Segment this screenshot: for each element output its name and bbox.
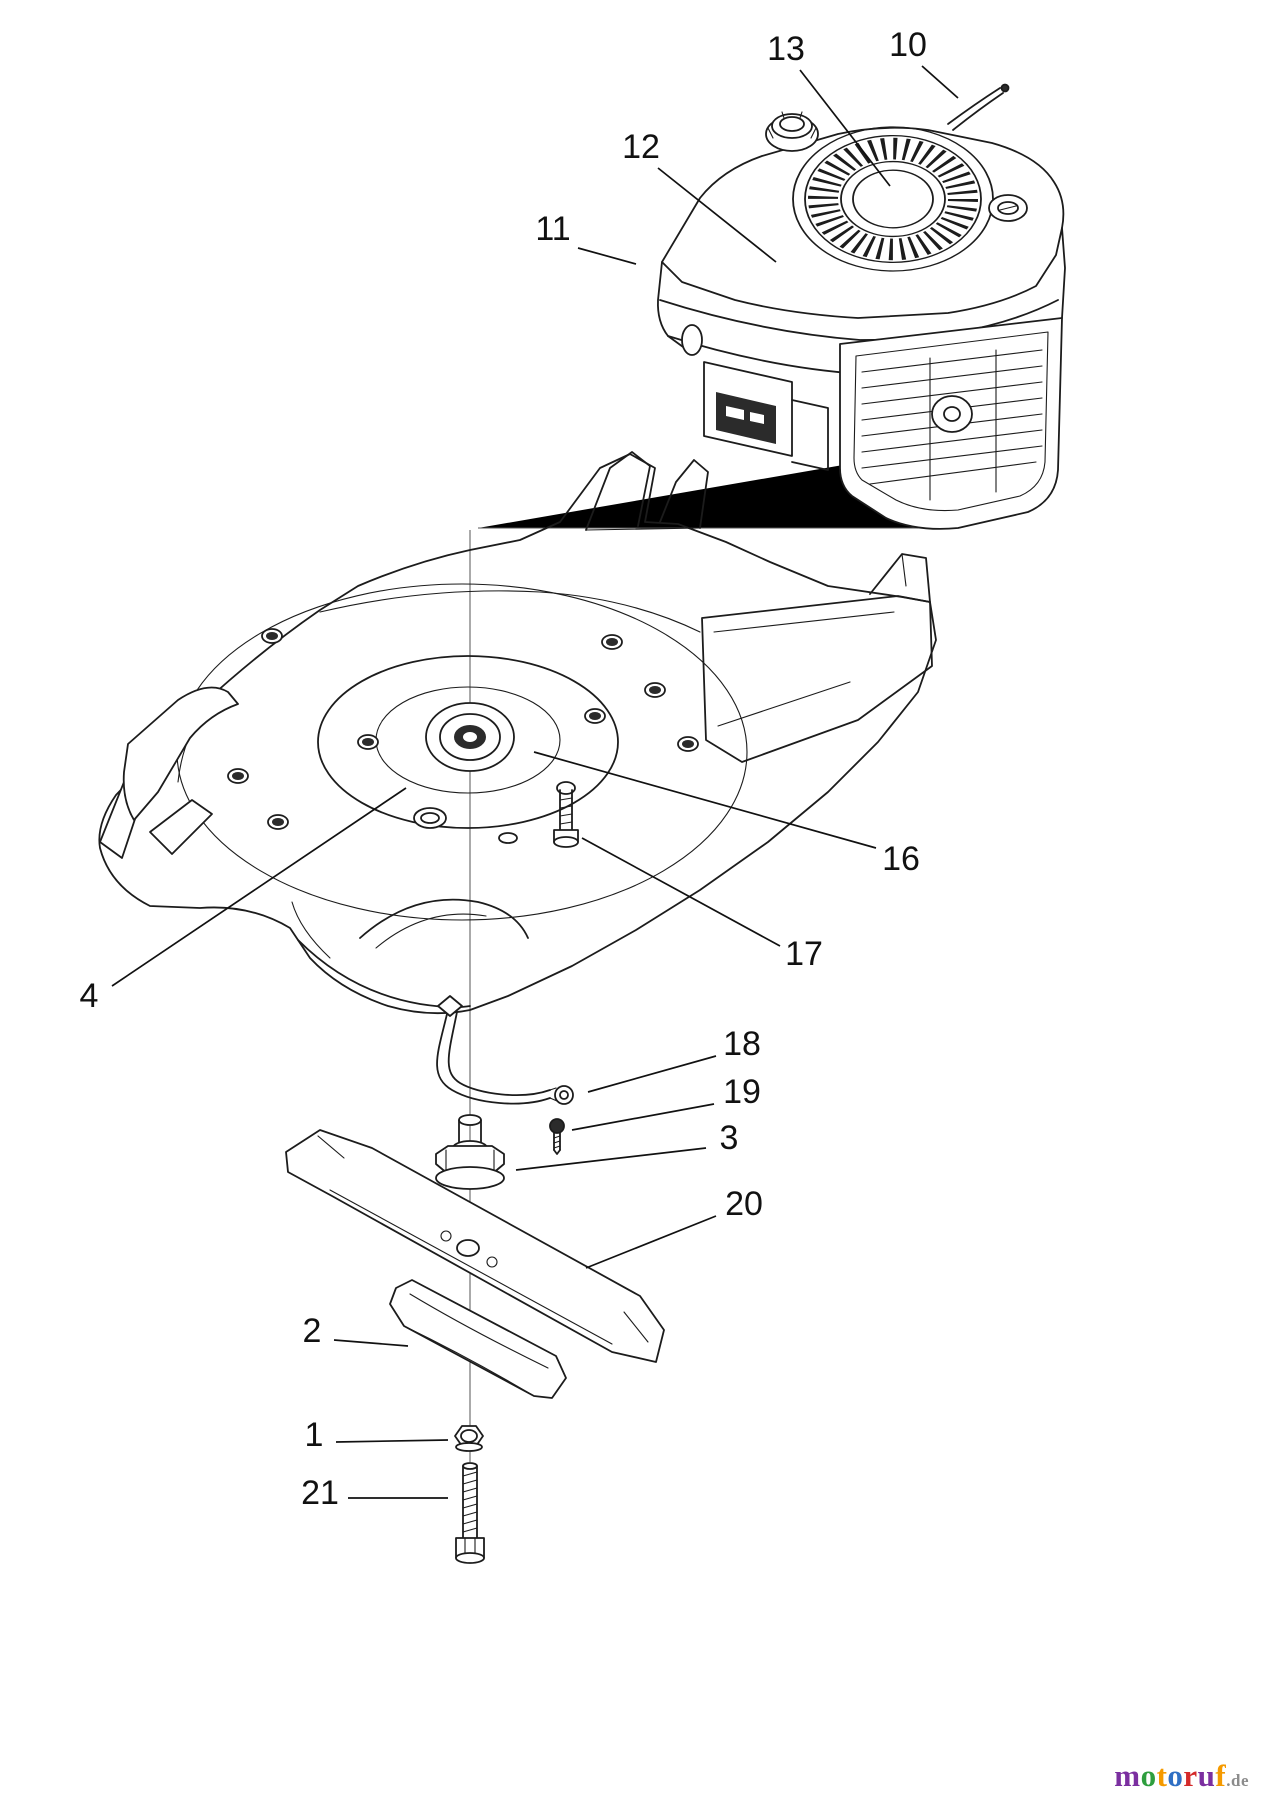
watermark-letter-o1: o — [1140, 1758, 1157, 1793]
blade-bolt — [455, 1462, 485, 1564]
watermark-letter-o2: o — [1167, 1758, 1184, 1793]
fan-shroud — [792, 126, 994, 272]
watermark-suffix: .de — [1226, 1771, 1249, 1790]
callout-18: 18 — [723, 1025, 761, 1063]
watermark-letter-u: u — [1197, 1758, 1216, 1793]
spark-plug-wire — [947, 83, 1010, 131]
callout-13: 13 — [767, 30, 805, 68]
mower-deck — [98, 451, 937, 1015]
callout-12: 12 — [622, 128, 660, 166]
oil-cap — [988, 194, 1028, 222]
blade — [285, 1129, 665, 1363]
callout-11: 11 — [535, 210, 570, 248]
callout-10: 10 — [889, 26, 927, 64]
front-baffles — [99, 686, 239, 859]
deck-mount-bolt — [553, 781, 579, 848]
rear-chute — [701, 553, 933, 763]
callout-3: 3 — [720, 1119, 739, 1157]
callout-1: 1 — [305, 1416, 324, 1454]
callout-20: 20 — [725, 1185, 763, 1223]
callout-19: 19 — [723, 1073, 761, 1111]
callout-2: 2 — [303, 1312, 322, 1350]
callout-17: 17 — [785, 935, 823, 973]
muffler-grille — [839, 317, 1063, 530]
watermark-letter-m: m — [1114, 1758, 1141, 1793]
deck-grommet — [413, 807, 447, 829]
callout-labels: 13 10 12 11 16 17 4 18 19 3 20 2 1 21 — [80, 26, 927, 1512]
ground-wire — [436, 995, 574, 1105]
recoil-center — [852, 169, 934, 229]
deck-hub — [425, 702, 515, 772]
deck-bolts — [227, 628, 699, 830]
callout-16: 16 — [882, 840, 920, 878]
callout-4: 4 — [80, 977, 99, 1015]
blade-stiffener — [389, 1279, 567, 1399]
blade-nut — [454, 1425, 484, 1452]
front-skirt — [291, 898, 529, 1009]
engine-connector-block — [681, 324, 829, 471]
engine-assembly — [657, 83, 1066, 530]
deck-washer — [498, 832, 518, 844]
callout-21: 21 — [301, 1474, 339, 1512]
leader-lines — [111, 65, 959, 1499]
fuel-cap — [765, 111, 819, 152]
blade-adapter — [435, 1114, 505, 1190]
watermark-letter-r: r — [1183, 1758, 1198, 1793]
watermark-letter-f: f — [1215, 1758, 1227, 1793]
ground-screw — [549, 1118, 565, 1155]
motoruf-watermark-link[interactable]: motoruf.de — [1114, 1758, 1249, 1794]
watermark-letter-t: t — [1156, 1758, 1168, 1793]
